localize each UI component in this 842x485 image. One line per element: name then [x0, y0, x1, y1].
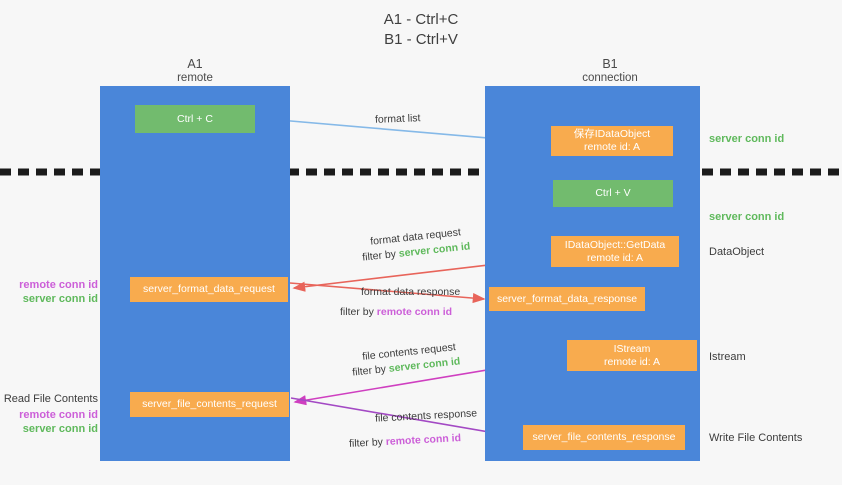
box-ctrl-v[interactable]: Ctrl + V [553, 180, 673, 207]
arrow-format-data-response [289, 282, 486, 304]
box-ctrl-c-label: Ctrl + C [177, 112, 213, 125]
box-server-format-data-response[interactable]: server_format_data_response [489, 287, 645, 311]
filter-prefix: filter by [361, 247, 400, 264]
note-write-file-contents: Write File Contents [709, 432, 803, 444]
label-format-list-text: format list [374, 112, 421, 126]
box-server-format-data-response-label: server_format_data_response [496, 292, 638, 305]
box-istream[interactable]: IStream remote id: A [567, 340, 697, 371]
note-server-conn-id: server conn id [22, 293, 98, 305]
box-save-idataobject-line2: remote id: A [583, 141, 641, 153]
note-istream: Istream [709, 351, 746, 363]
label-format-list: format list [375, 111, 421, 127]
box-server-file-contents-response[interactable]: server_file_contents_response [523, 425, 685, 450]
box-istream-line2: remote id: A [603, 355, 661, 368]
box-ctrl-v-label: Ctrl + V [595, 187, 631, 199]
box-ctrl-c[interactable]: Ctrl + C [135, 105, 255, 133]
note-server-conn-id: server conn id [22, 423, 98, 435]
box-save-idataobject[interactable]: 保存IDataObject remote id: A [551, 126, 673, 156]
box-server-file-contents-response-label: server_file_contents_response [532, 431, 676, 443]
filter-value-remote-conn-id: remote conn id [385, 432, 462, 448]
arrow-file-contents-response [290, 397, 520, 441]
column-b1-name: B1 [602, 57, 618, 71]
label-format-data-response-filter: filter by remote conn id [340, 305, 452, 319]
box-server-format-data-request-label: server_format_data_request [143, 283, 275, 295]
note-remote-conn-id: remote conn id [19, 409, 98, 421]
box-getdata-line1: IDataObject::GetData [564, 238, 666, 251]
column-header-a1: A1 remote [110, 57, 280, 85]
box-server-file-contents-request-label: server_file_contents_request [142, 398, 277, 410]
filter-prefix: filter by [351, 362, 390, 379]
box-save-idataobject-line1: 保存IDataObject [573, 128, 651, 140]
page-title: A1 - Ctrl+C B1 - Ctrl+V [383, 11, 459, 48]
column-a1-name: A1 [187, 57, 203, 71]
box-server-format-data-request[interactable]: server_format_data_request [130, 277, 288, 302]
column-b1-role: connection [582, 72, 638, 84]
filter-prefix: filter by [348, 436, 387, 450]
column-header-b1: B1 connection [510, 57, 710, 85]
label-format-data-response: format data response [361, 285, 460, 299]
note-read-file-contents-title: Read File Contents [3, 393, 98, 405]
label-format-data-response-text: format data response [361, 286, 461, 298]
box-server-file-contents-request[interactable]: server_file_contents_request [130, 392, 289, 417]
note-dataobject: DataObject [709, 246, 765, 258]
box-getdata-line2: remote id: A [586, 251, 644, 264]
note-remote-conn-id: remote conn id [19, 279, 98, 291]
column-a1-role: remote [177, 72, 213, 84]
note-server-conn-id-mid: server conn id [709, 211, 785, 223]
box-istream-line1: IStream [613, 342, 651, 355]
filter-prefix: filter by [340, 306, 377, 318]
filter-value-remote-conn-id: remote conn id [376, 306, 453, 318]
note-left-read-file-contents: Read File Contents remote conn id server… [0, 392, 98, 436]
box-idataobject-getdata[interactable]: IDataObject::GetData remote id: A [551, 236, 679, 267]
note-left-conn-ids-1: remote conn id server conn id [0, 278, 98, 306]
note-server-conn-id-top: server conn id [709, 133, 785, 145]
